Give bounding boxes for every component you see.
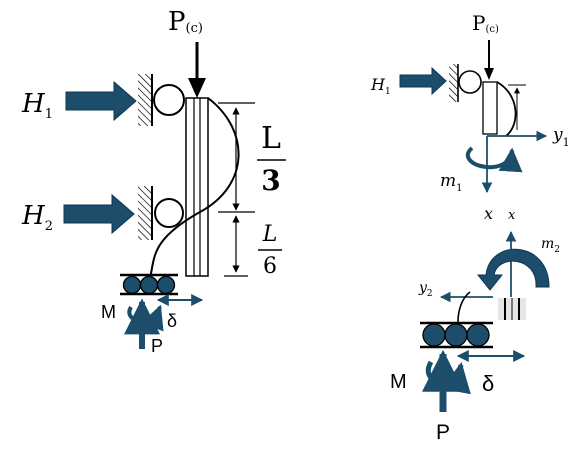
- right-bottom-deflected-shape: [457, 291, 471, 323]
- right-top-load-label: P(c): [472, 11, 499, 35]
- left-load-label: P(c): [168, 7, 203, 37]
- right-top-y-axis-label: y1: [552, 125, 570, 149]
- right-top-h1-label: H1: [370, 75, 391, 97]
- right-top-roller: [458, 70, 482, 94]
- left-shift-label: δ: [167, 311, 177, 331]
- right-top-figure: P(c) H1 y1 m1 x: [370, 11, 570, 223]
- right-top-load-arrow: [484, 40, 494, 80]
- left-h2-arrow: [63, 193, 135, 235]
- left-dimension-upper: [218, 102, 255, 211]
- right-top-wall-support: [449, 64, 459, 102]
- left-figure: P(c) H1 H: [21, 7, 286, 356]
- right-bottom-moment-arrow: [476, 248, 550, 291]
- right-bottom-y-axis-label: y2: [418, 280, 433, 299]
- left-lower-fraction-numerator: L: [262, 222, 278, 247]
- right-top-moment-arrow: [466, 146, 523, 173]
- left-lower-wall-support: [138, 186, 153, 240]
- left-upper-fraction-denominator: 3: [261, 164, 280, 197]
- left-base-moment-label: M: [101, 302, 116, 322]
- left-load-arrow: [188, 42, 206, 98]
- right-bottom-shift-label: δ: [482, 371, 494, 396]
- right-top-h1-arrow: [399, 66, 447, 96]
- right-bottom-base-roller-support: [420, 321, 493, 349]
- right-bottom-column-stub: [498, 298, 526, 320]
- left-dimension-lower: [218, 211, 255, 277]
- right-top-deflected-shape: [496, 81, 517, 137]
- left-lower-roller: [154, 198, 184, 228]
- left-lower-fraction-denominator: 6: [263, 254, 277, 279]
- right-top-moment-label: m1: [440, 171, 463, 194]
- left-base-moment-arrow: [127, 304, 164, 332]
- left-h1-label: H1: [21, 89, 53, 122]
- right-bottom-figure: m2 y2 P M δ: [390, 230, 560, 444]
- left-column: [185, 97, 209, 277]
- right-bottom-base-moment-label: M: [390, 371, 407, 393]
- right-bottom-moment-label: m2: [541, 236, 560, 255]
- left-base-force-label: P: [151, 336, 163, 356]
- right-bottom-base-force-label: P: [436, 421, 450, 444]
- left-h2-label: H2: [21, 201, 53, 234]
- right-top-x-axis-label-left: x: [484, 204, 493, 223]
- right-top-x-axis-label-right: x: [508, 208, 516, 223]
- left-h1-arrow: [65, 80, 137, 122]
- left-upper-wall-support: [138, 74, 153, 126]
- left-base-roller-support: [120, 273, 178, 296]
- right-top-column: [482, 81, 498, 135]
- right-bottom-base-moment-arrow: [426, 360, 471, 395]
- left-upper-roller: [153, 84, 185, 116]
- left-upper-fraction-numerator: L: [261, 121, 281, 156]
